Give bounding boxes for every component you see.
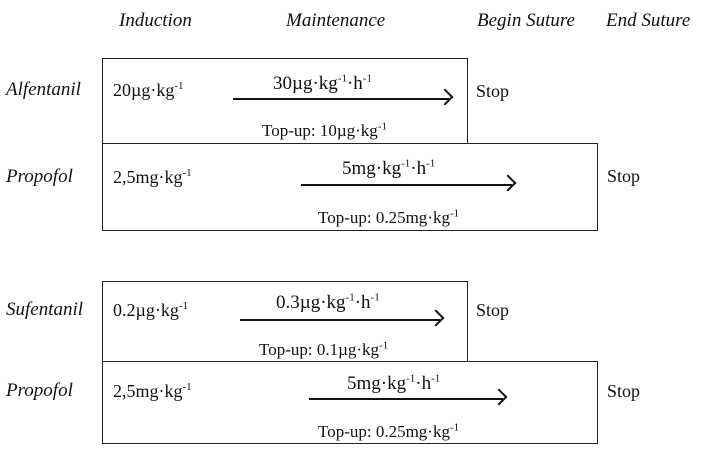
propofol-2-induction-dose: 2,5mg·kg-1: [113, 381, 192, 401]
propofol-2-maintenance-rate: 5mg·kg-1·h-1: [347, 372, 441, 394]
propofol-1-stop: Stop: [607, 166, 641, 186]
header-induction: Induction: [119, 10, 192, 31]
propofol-box-1: [102, 143, 598, 231]
drug-label-sufentanil: Sufentanil: [6, 299, 84, 320]
sufentanil-induction-dose: 0.2µg·kg-1: [113, 300, 189, 320]
header-end-suture: End Suture: [606, 10, 691, 31]
propofol-1-topup: Top-up: 0.25mg·kg-1: [318, 207, 460, 227]
alfentanil-stop: Stop: [476, 81, 510, 101]
drug-label-propofol-2: Propofol: [6, 380, 73, 401]
sufentanil-maintenance-arrow: [240, 319, 440, 321]
drug-label-alfentanil: Alfentanil: [6, 79, 81, 100]
propofol-1-induction-dose: 2,5mg·kg-1: [113, 167, 192, 187]
propofol-2-maintenance-arrow: [309, 398, 503, 400]
sufentanil-stop: Stop: [476, 300, 510, 320]
propofol-box-2: [102, 361, 598, 444]
propofol-2-topup: Top-up: 0.25mg·kg-1: [318, 421, 460, 441]
alfentanil-topup: Top-up: 10µg·kg-1: [262, 120, 387, 140]
drug-label-propofol-1: Propofol: [6, 166, 73, 187]
alfentanil-maintenance-arrow: [233, 98, 449, 100]
propofol-1-maintenance-rate: 5mg·kg-1·h-1: [342, 157, 436, 179]
propofol-2-stop: Stop: [607, 381, 641, 401]
sufentanil-maintenance-rate: 0.3µg·kg-1·h-1: [276, 291, 380, 313]
header-maintenance: Maintenance: [286, 10, 386, 31]
sufentanil-topup: Top-up: 0.1µg·kg-1: [259, 339, 389, 359]
propofol-1-maintenance-arrow: [301, 184, 512, 186]
alfentanil-maintenance-rate: 30µg·kg-1·h-1: [273, 72, 372, 94]
alfentanil-induction-dose: 20µg·kg-1: [113, 80, 184, 100]
header-begin-suture: Begin Suture: [477, 10, 575, 31]
